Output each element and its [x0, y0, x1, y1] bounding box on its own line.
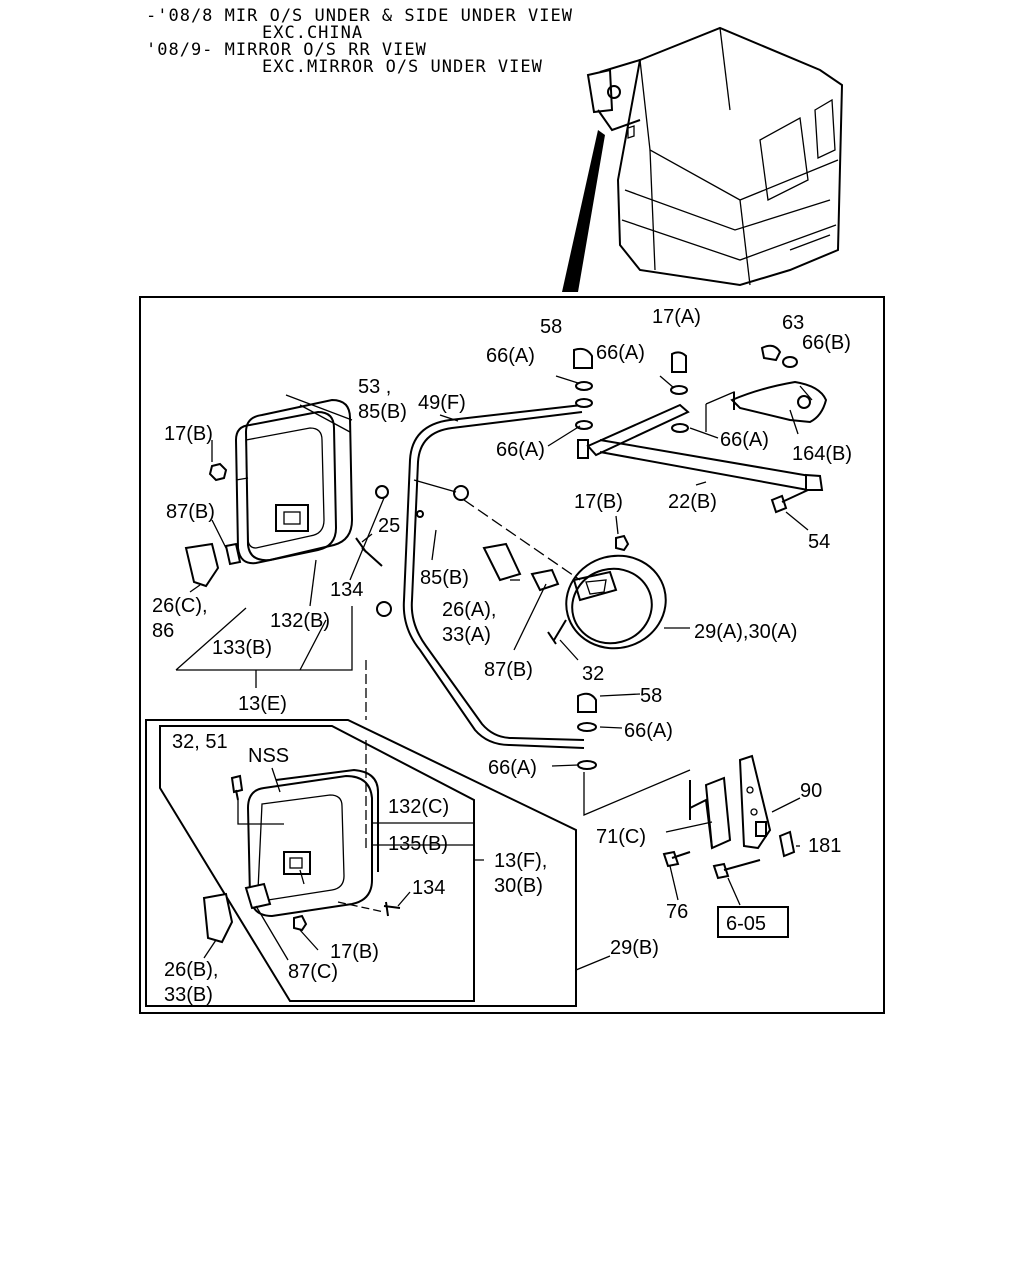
callout-13e: 13(E) — [238, 693, 287, 715]
callout-labels: 58 17(A) 63 66(B) 66(A) 66(A) 49(F) 53 ,… — [152, 306, 852, 1006]
callout-86: 86 — [152, 620, 174, 642]
callout-26b: 26(B), — [164, 959, 218, 981]
callout-66a-5: 66(A) — [624, 720, 673, 742]
callout-71c: 71(C) — [596, 826, 646, 848]
callout-17a: 17(A) — [652, 306, 701, 328]
callout-26c: 26(C), — [152, 595, 208, 617]
callout-87b-2: 87(B) — [484, 659, 533, 681]
callout-26a: 26(A), — [442, 599, 496, 621]
callout-134-1: 134 — [330, 579, 363, 601]
callout-22b: 22(B) — [668, 491, 717, 513]
upper-right-hardware — [573, 344, 828, 514]
callout-132b: 132(B) — [270, 610, 330, 632]
subbox-29b — [145, 660, 577, 1007]
callout-181: 181 — [808, 835, 841, 857]
group-13e-bracket — [175, 606, 353, 671]
callout-25: 25 — [378, 515, 400, 537]
callout-30b: 30(B) — [494, 875, 543, 897]
callout-32: 32 — [582, 663, 604, 685]
callout-17b-3: 17(B) — [330, 941, 379, 963]
truck-cab-illustration — [562, 26, 844, 292]
callout-134-2: 134 — [412, 877, 445, 899]
header-line-3: '08/9- MIRROR O/S RR VIEW — [146, 40, 427, 60]
callout-54: 54 — [808, 531, 830, 553]
callout-53: 53 , — [358, 376, 391, 398]
callout-17b-2: 17(B) — [574, 491, 623, 513]
callout-32-51: 32, 51 — [172, 731, 228, 753]
callout-85b-2: 85(B) — [420, 567, 469, 589]
callout-164b: 164(B) — [792, 443, 852, 465]
callout-13f: 13(F), — [494, 850, 547, 872]
mirror-assembly-main — [184, 394, 389, 588]
callout-135b: 135(B) — [388, 833, 448, 855]
callout-133b: 133(B) — [212, 637, 272, 659]
callout-33b: 33(B) — [164, 984, 213, 1006]
header-line-4: EXC.MIRROR O/S UNDER VIEW — [262, 57, 543, 77]
main-frame — [139, 296, 885, 1014]
callout-29b: 29(B) — [610, 937, 659, 959]
header-line-1: -'08/8 MIR O/S UNDER & SIDE UNDER VIEW — [146, 6, 573, 26]
callout-29a-30a: 29(A),30(A) — [694, 621, 797, 643]
callout-nss: NSS — [248, 745, 289, 767]
round-mirror-29a — [463, 499, 667, 650]
leader-lines — [189, 375, 813, 971]
callout-87b-1: 87(B) — [166, 501, 215, 523]
callout-132c: 132(C) — [388, 796, 449, 818]
callout-66a-4: 66(A) — [720, 429, 769, 451]
callout-87c: 87(C) — [288, 961, 338, 983]
callout-33a: 33(A) — [442, 624, 491, 646]
ref-box-6-05 — [717, 906, 789, 938]
callout-66a-6: 66(A) — [488, 757, 537, 779]
callout-63: 63 — [782, 312, 804, 334]
lower-bracket-assembly — [577, 692, 796, 938]
callout-66b: 66(B) — [802, 332, 851, 354]
callout-66a-1: 66(A) — [486, 345, 535, 367]
callout-6-05: 6-05 — [726, 913, 766, 935]
callout-58-2: 58 — [640, 685, 662, 707]
callout-49f: 49(F) — [418, 392, 466, 414]
callout-58: 58 — [540, 316, 562, 338]
callout-76: 76 — [666, 901, 688, 923]
header-line-2: EXC.CHINA — [262, 23, 364, 43]
callout-66a-2: 66(A) — [596, 342, 645, 364]
stay-rod-49f — [376, 404, 585, 749]
callout-90: 90 — [800, 780, 822, 802]
callout-17b-1: 17(B) — [164, 423, 213, 445]
callout-66a-3: 66(A) — [496, 439, 545, 461]
callout-85b-1: 85(B) — [358, 401, 407, 423]
